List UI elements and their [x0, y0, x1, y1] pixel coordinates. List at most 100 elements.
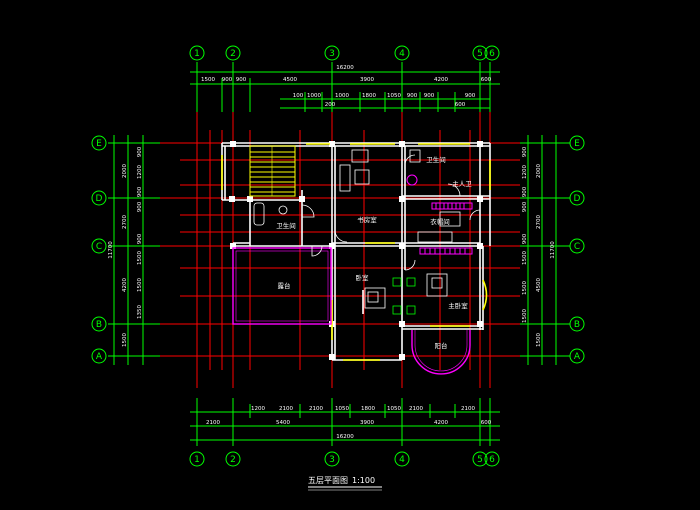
dim-left-1: 2000 — [122, 164, 128, 178]
dim-bot-3: 2100 — [309, 406, 323, 412]
dimension-lines — [108, 62, 570, 446]
dim-bot-2: 2100 — [279, 406, 293, 412]
balcony-outline — [411, 330, 471, 375]
staircase — [249, 145, 296, 197]
axis-labels: 1 2 3 4 5 6 1 2 3 4 5 6 E D C B A E D C … — [96, 49, 581, 465]
dim-right-1: 2000 — [536, 164, 542, 178]
dim-bot-5: 1800 — [361, 406, 375, 412]
dim-top3-1: 200 — [325, 102, 336, 108]
dim-top2-4: 1800 — [362, 93, 376, 99]
closet-rails — [419, 202, 473, 255]
axis-label-bottom-1: 1 — [194, 455, 200, 465]
axis-label-right-D: D — [574, 194, 581, 204]
dim-bot-8: 2100 — [461, 406, 475, 412]
door-swings — [301, 154, 481, 271]
dim-left-in-1: 900 — [137, 146, 143, 157]
dim-top2-8: 900 — [465, 93, 476, 99]
dim-bot2-2: 5400 — [276, 420, 290, 426]
room-label-master-bedroom: 主卧室 — [448, 301, 468, 310]
dim-right-2: 2700 — [536, 215, 542, 229]
room-label-bath-left: 卫生间 — [276, 221, 296, 230]
room-labels: 卫生间 主人卫 卫生间 书房室 衣帽间 露台 卧室 主卧室 阳台 — [276, 155, 472, 350]
dim-right-in-6: 1500 — [522, 251, 528, 265]
terrace-outline — [232, 247, 332, 325]
axis-grid — [112, 62, 568, 388]
room-label-study: 书房室 — [357, 215, 377, 224]
dim-left-total: 11700 — [108, 241, 114, 259]
dim-right-in-5: 900 — [522, 233, 528, 244]
room-label-balcony: 阳台 — [435, 341, 448, 350]
axis-label-top-4: 4 — [399, 49, 405, 59]
dim-left-in-3: 900 — [137, 186, 143, 197]
axis-label-left-C: C — [96, 242, 102, 252]
axis-label-bottom-2: 2 — [230, 455, 236, 465]
dim-top-3: 900 — [236, 77, 247, 83]
drawing-title-block: 五层平面图 1:100 — [308, 476, 382, 491]
axis-label-left-B: B — [96, 320, 102, 330]
dim-right-in-2: 1200 — [522, 165, 528, 179]
dim-right-total: 11700 — [550, 241, 556, 259]
dim-left-4: 1500 — [122, 333, 128, 347]
dim-left-in-4: 900 — [137, 201, 143, 212]
dim-left-2: 2700 — [122, 215, 128, 229]
dim-top-4: 4500 — [283, 77, 297, 83]
dim-left-in-5: 900 — [137, 233, 143, 244]
axis-bubbles — [91, 45, 585, 467]
drawing-scale: 1:100 — [352, 476, 375, 485]
dimension-text-left: 2000 2700 4200 1500 11700 900 1200 900 9… — [108, 146, 143, 347]
dim-right-in-7: 1500 — [522, 281, 528, 295]
axis-label-top-2: 2 — [230, 49, 236, 59]
axis-label-bottom-3: 3 — [329, 455, 335, 465]
axis-label-right-B: B — [574, 320, 580, 330]
dim-left-3: 4200 — [122, 278, 128, 292]
room-label-closet: 衣帽间 — [430, 217, 450, 226]
room-label-master-bath: 主人卫 — [452, 179, 472, 188]
dimension-text-right: 2000 2700 4500 1500 11700 900 1200 900 9… — [522, 146, 556, 347]
axis-label-left-D: D — [96, 194, 103, 204]
axis-label-left-E: E — [96, 139, 102, 149]
dim-left-in-6: 1500 — [137, 251, 143, 265]
dim-bot2-5: 600 — [481, 420, 492, 426]
dim-top2-7: 900 — [424, 93, 435, 99]
dim-bot-6: 1050 — [387, 406, 401, 412]
room-label-terrace: 露台 — [278, 281, 291, 290]
dim-bot2-1: 2100 — [206, 420, 220, 426]
dim-left-in-2: 1200 — [137, 165, 143, 179]
dim-bot2-3: 3900 — [360, 420, 374, 426]
dim-top2-2: 1000 — [307, 93, 321, 99]
dim-top-1: 1500 — [201, 77, 215, 83]
furniture — [253, 149, 461, 315]
dim-bot2-4: 4200 — [434, 420, 448, 426]
dim-right-in-8: 1500 — [522, 309, 528, 323]
dim-right-in-4: 900 — [522, 201, 528, 212]
room-label-bath-upper: 卫生间 — [426, 155, 446, 164]
drawing-title: 五层平面图 — [308, 476, 348, 485]
axis-label-top-1: 1 — [194, 49, 200, 59]
axis-label-top-5: 5 — [477, 49, 483, 59]
dim-top2-5: 1050 — [387, 93, 401, 99]
dim-bottom-total: 16200 — [336, 434, 354, 440]
dim-top-5: 3900 — [360, 77, 374, 83]
axis-label-right-E: E — [574, 139, 580, 149]
dim-left-in-8: 1350 — [137, 305, 143, 319]
dim-left-in-7: 1500 — [137, 278, 143, 292]
dim-bot-4: 1050 — [335, 406, 349, 412]
dimension-text: 16200 1500 900 900 4500 3900 4200 600 10… — [201, 65, 492, 440]
dim-top-2: 900 — [222, 77, 233, 83]
dim-top-7: 600 — [481, 77, 492, 83]
axis-label-top-3: 3 — [329, 49, 335, 59]
axis-label-top-6: 6 — [489, 49, 495, 59]
axis-label-left-A: A — [96, 352, 103, 362]
dim-right-4: 1500 — [536, 333, 542, 347]
toilet-fixture — [406, 174, 418, 186]
room-label-bedroom: 卧室 — [356, 273, 370, 282]
dim-top2-3: 1000 — [335, 93, 349, 99]
dim-bot-7: 2100 — [409, 406, 423, 412]
dim-top2-1: 100 — [293, 93, 304, 99]
axis-label-bottom-5: 5 — [477, 455, 483, 465]
dim-top3-2: 600 — [455, 102, 466, 108]
dim-bot-1: 1200 — [251, 406, 265, 412]
axis-label-right-C: C — [574, 242, 580, 252]
dim-right-in-1: 900 — [522, 146, 528, 157]
